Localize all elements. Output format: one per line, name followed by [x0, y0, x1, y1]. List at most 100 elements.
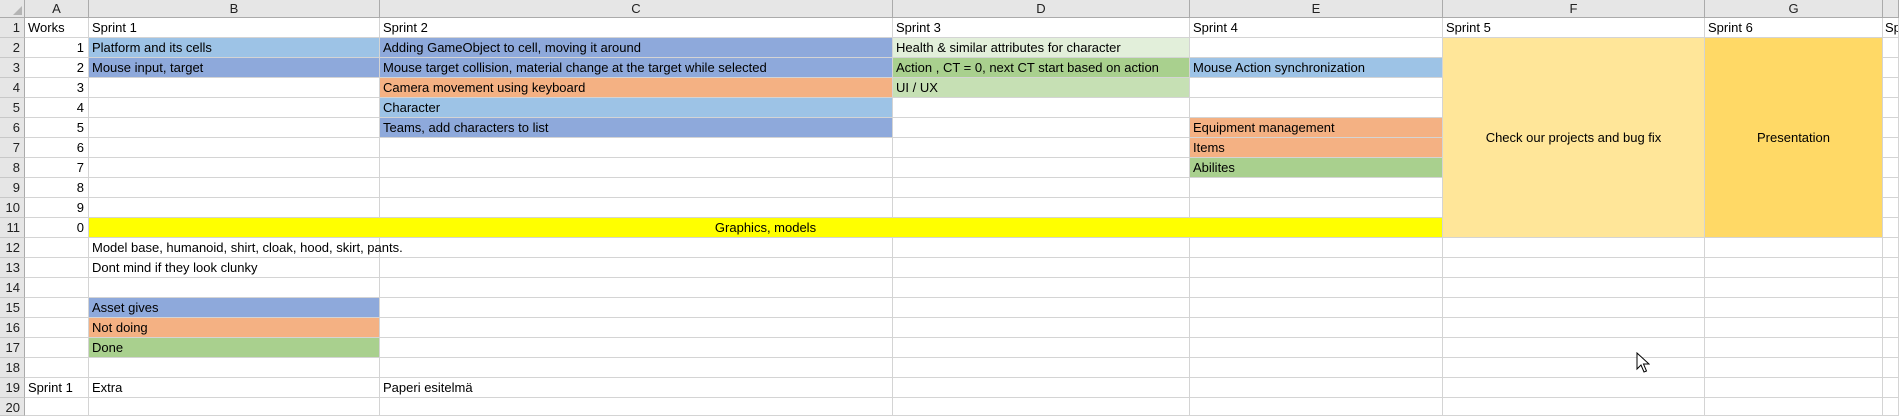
empty-cell[interactable] [1883, 138, 1899, 158]
empty-cell[interactable] [89, 78, 380, 98]
cell-e6[interactable]: Equipment management [1190, 118, 1443, 138]
column-header-g[interactable]: G [1705, 0, 1883, 18]
cell-c2[interactable]: Adding GameObject to cell, moving it aro… [380, 38, 893, 58]
cell-e3[interactable]: Mouse Action synchronization [1190, 58, 1443, 78]
empty-cell[interactable] [25, 298, 89, 318]
empty-cell[interactable] [380, 318, 893, 338]
cell-b2[interactable]: Platform and its cells [89, 38, 380, 58]
cell-a8[interactable]: 7 [25, 158, 89, 178]
cell-a2[interactable]: 1 [25, 38, 89, 58]
empty-cell[interactable] [25, 258, 89, 278]
empty-cell[interactable] [1883, 98, 1899, 118]
empty-cell[interactable] [1883, 358, 1899, 378]
empty-cell[interactable] [893, 238, 1190, 258]
empty-cell[interactable] [380, 198, 893, 218]
column-header-f[interactable]: F [1443, 0, 1705, 18]
empty-cell[interactable] [1443, 258, 1705, 278]
empty-cell[interactable] [893, 98, 1190, 118]
row-header[interactable]: 8 [0, 158, 25, 178]
empty-cell[interactable] [1190, 318, 1443, 338]
empty-cell[interactable] [1883, 118, 1899, 138]
row-header[interactable]: 17 [0, 338, 25, 358]
empty-cell[interactable] [893, 258, 1190, 278]
cell-a9[interactable]: 8 [25, 178, 89, 198]
empty-cell[interactable] [1883, 218, 1899, 238]
empty-cell[interactable] [893, 378, 1190, 398]
cell-c1[interactable]: Sprint 2 [380, 18, 893, 38]
empty-cell[interactable] [1443, 398, 1705, 416]
row-header[interactable]: 11 [0, 218, 25, 238]
empty-cell[interactable] [1190, 178, 1443, 198]
cell-d1[interactable]: Sprint 3 [893, 18, 1190, 38]
row-header[interactable]: 20 [0, 398, 25, 416]
row-header[interactable]: 19 [0, 378, 25, 398]
cell-a11[interactable]: 0 [25, 218, 89, 238]
empty-cell[interactable] [25, 278, 89, 298]
empty-cell[interactable] [25, 358, 89, 378]
empty-cell[interactable] [1883, 258, 1899, 278]
empty-cell[interactable] [893, 158, 1190, 178]
empty-cell[interactable] [25, 398, 89, 416]
cell-b1[interactable]: Sprint 1 [89, 18, 380, 38]
empty-cell[interactable] [893, 138, 1190, 158]
empty-cell[interactable] [1443, 298, 1705, 318]
empty-cell[interactable] [1190, 358, 1443, 378]
empty-cell[interactable] [893, 318, 1190, 338]
empty-cell[interactable] [1705, 358, 1883, 378]
empty-cell[interactable] [1190, 78, 1443, 98]
row-header[interactable]: 15 [0, 298, 25, 318]
row-header[interactable]: 7 [0, 138, 25, 158]
empty-cell[interactable] [893, 198, 1190, 218]
cell-a3[interactable]: 2 [25, 58, 89, 78]
cell-b13[interactable]: Dont mind if they look clunky [89, 258, 380, 278]
cell-b3[interactable]: Mouse input, target [89, 58, 380, 78]
cell-f2-merged[interactable]: Check our projects and bug fix [1443, 38, 1705, 238]
row-header[interactable]: 18 [0, 358, 25, 378]
row-header[interactable]: 1 [0, 18, 25, 38]
cell-e7[interactable]: Items [1190, 138, 1443, 158]
empty-cell[interactable] [380, 138, 893, 158]
empty-cell[interactable] [1883, 38, 1899, 58]
row-header[interactable]: 10 [0, 198, 25, 218]
cell-h1[interactable]: Sprin [1883, 18, 1899, 38]
legend-done[interactable]: Done [89, 338, 380, 358]
column-header-b[interactable]: B [89, 0, 380, 18]
empty-cell[interactable] [380, 158, 893, 178]
empty-cell[interactable] [89, 118, 380, 138]
empty-cell[interactable] [380, 298, 893, 318]
cell-d3[interactable]: Action , CT = 0, next CT start based on … [893, 58, 1190, 78]
empty-cell[interactable] [1883, 78, 1899, 98]
empty-cell[interactable] [1190, 298, 1443, 318]
empty-cell[interactable] [380, 278, 893, 298]
empty-cell[interactable] [1883, 178, 1899, 198]
cell-a1[interactable]: Works [25, 18, 89, 38]
cell-c19[interactable]: Paperi esitelmä [380, 378, 893, 398]
column-header-e[interactable]: E [1190, 0, 1443, 18]
legend-asset-gives[interactable]: Asset gives [89, 298, 380, 318]
empty-cell[interactable] [380, 358, 893, 378]
cell-c6[interactable]: Teams, add characters to list [380, 118, 893, 138]
empty-cell[interactable] [1883, 338, 1899, 358]
empty-cell[interactable] [1443, 278, 1705, 298]
empty-cell[interactable] [1705, 338, 1883, 358]
empty-cell[interactable] [893, 298, 1190, 318]
empty-cell[interactable] [1705, 398, 1883, 416]
cell-a4[interactable]: 3 [25, 78, 89, 98]
empty-cell[interactable] [25, 238, 89, 258]
cell-b19[interactable]: Extra [89, 378, 380, 398]
empty-cell[interactable] [1705, 278, 1883, 298]
empty-cell[interactable] [1883, 58, 1899, 78]
empty-cell[interactable] [89, 358, 380, 378]
cell-g1[interactable]: Sprint 6 [1705, 18, 1883, 38]
cell-c3[interactable]: Mouse target collision, material change … [380, 58, 893, 78]
empty-cell[interactable] [1443, 358, 1705, 378]
cell-a7[interactable]: 6 [25, 138, 89, 158]
empty-cell[interactable] [1190, 238, 1443, 258]
cell-a6[interactable]: 5 [25, 118, 89, 138]
empty-cell[interactable] [1883, 238, 1899, 258]
empty-cell[interactable] [1705, 378, 1883, 398]
row-header[interactable]: 2 [0, 38, 25, 58]
empty-cell[interactable] [1705, 258, 1883, 278]
row-header[interactable]: 9 [0, 178, 25, 198]
empty-cell[interactable] [1443, 238, 1705, 258]
